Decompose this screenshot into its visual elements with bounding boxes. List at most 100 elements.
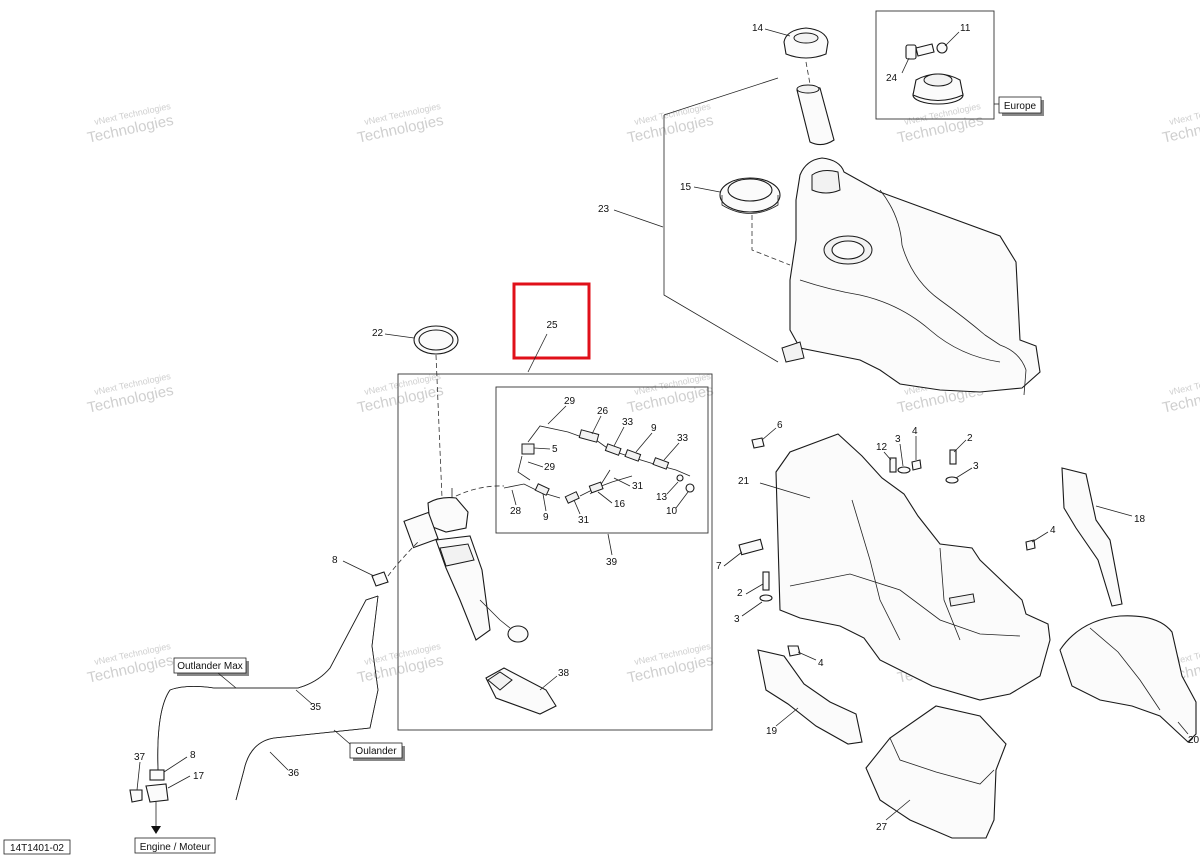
leader bbox=[1095, 505, 1133, 517]
leader bbox=[384, 333, 415, 339]
leader bbox=[539, 675, 558, 691]
diagram-id: 14T1401-02 bbox=[10, 843, 64, 854]
watermark: vNext Technologies Technologies bbox=[86, 371, 175, 417]
callout-18: 18 bbox=[1134, 514, 1146, 525]
callout-31: 31 bbox=[632, 481, 644, 492]
callout-8: 8 bbox=[332, 555, 338, 566]
heat-shield-18 bbox=[1061, 467, 1123, 607]
assembly-line bbox=[387, 539, 421, 577]
leader bbox=[944, 31, 960, 47]
leader bbox=[333, 729, 351, 745]
screw-12 bbox=[889, 457, 897, 473]
leader bbox=[613, 209, 664, 228]
float-arm bbox=[479, 599, 511, 629]
hose-16 bbox=[579, 475, 633, 497]
shield-contour bbox=[1089, 627, 1161, 711]
diagram-id-box: 14T1401-02 bbox=[3, 839, 71, 855]
nut-6 bbox=[751, 437, 765, 449]
leader bbox=[527, 333, 548, 373]
fuel-pump-frame bbox=[397, 373, 713, 731]
leader bbox=[675, 491, 689, 509]
callout-3b: 3 bbox=[895, 434, 901, 445]
callout-12: 12 bbox=[876, 442, 888, 453]
heat-shield-20-group: 20 bbox=[1059, 615, 1200, 746]
highlight-25[interactable]: 25 bbox=[512, 282, 591, 373]
pump-connector bbox=[403, 511, 439, 549]
watermark: vNext Technologies Technologies bbox=[1161, 371, 1200, 417]
vent-hoses: 8 36 35 Outlander Max Oulander 37 8 17 bbox=[129, 539, 421, 854]
fitting-8b bbox=[149, 769, 165, 781]
callout-3: 3 bbox=[734, 614, 740, 625]
leader bbox=[542, 493, 547, 512]
fitting-9b bbox=[534, 483, 550, 496]
assembly-line bbox=[751, 215, 791, 266]
leader bbox=[775, 707, 799, 727]
locking-ring-15-side bbox=[721, 195, 779, 214]
spacer-7 bbox=[738, 538, 764, 556]
hose-35b-inner bbox=[157, 689, 171, 771]
callout-39: 39 bbox=[606, 557, 618, 568]
leader bbox=[741, 601, 763, 617]
clamp-13 bbox=[676, 474, 684, 482]
fuel-cap-group: 14 bbox=[752, 23, 835, 146]
hose-29 bbox=[527, 425, 591, 443]
leader bbox=[1177, 721, 1189, 735]
tank-support-group: 21 7 2 3 4 6 12 3 4 2 3 bbox=[716, 420, 1056, 747]
leader bbox=[167, 775, 191, 789]
leader bbox=[295, 689, 313, 705]
hose-29b bbox=[517, 455, 531, 481]
heat-shield-20 bbox=[1059, 615, 1197, 743]
tank-mount-tab bbox=[781, 341, 805, 363]
highlight-box[interactable] bbox=[512, 282, 591, 360]
o-ring-group: 22 bbox=[372, 325, 459, 499]
callout-37: 37 bbox=[134, 752, 146, 763]
leader bbox=[953, 439, 967, 453]
callout-2b: 2 bbox=[967, 433, 973, 444]
callout-4c: 4 bbox=[1050, 525, 1056, 536]
tank-pump-opening-inner bbox=[831, 240, 865, 260]
leader bbox=[613, 426, 625, 447]
leader bbox=[885, 799, 911, 821]
leader bbox=[591, 415, 602, 435]
callout-38: 38 bbox=[558, 668, 570, 679]
skid-plate-27-group: 27 bbox=[865, 705, 1007, 839]
heat-shield-19 bbox=[757, 649, 863, 745]
engine-tag: Engine / Moteur bbox=[140, 842, 211, 853]
leader bbox=[217, 672, 237, 689]
watermark: vNext Technologies Technologies bbox=[896, 101, 985, 147]
locking-cap-top bbox=[923, 73, 953, 87]
tank-vent-line bbox=[879, 189, 1027, 396]
fuel-tank bbox=[789, 157, 1041, 393]
callout-26: 26 bbox=[597, 406, 609, 417]
fuel-cap-top bbox=[793, 32, 819, 44]
fitting-31 bbox=[564, 491, 580, 504]
washer-3c bbox=[945, 476, 959, 484]
fuel-pump-box: 38 bbox=[397, 373, 713, 731]
leader bbox=[597, 491, 613, 504]
fitting-8 bbox=[371, 571, 389, 587]
leader bbox=[883, 451, 892, 461]
leader bbox=[635, 432, 653, 453]
washer-3 bbox=[759, 594, 773, 602]
callout-36: 36 bbox=[288, 768, 300, 779]
screw-2 bbox=[762, 571, 770, 591]
washer-3b bbox=[897, 466, 911, 474]
callout-19: 19 bbox=[766, 726, 778, 737]
leader bbox=[745, 583, 764, 595]
locking-ring-group: 15 bbox=[680, 177, 791, 266]
support-contour bbox=[939, 547, 961, 641]
callout-31b: 31 bbox=[578, 515, 590, 526]
fitting-33b bbox=[652, 457, 670, 470]
tank-contour bbox=[799, 279, 1001, 363]
callout-25: 25 bbox=[546, 320, 558, 331]
europe-tag: Europe bbox=[1004, 101, 1037, 112]
watermark: vNext Technologies Technologies bbox=[86, 641, 175, 687]
callout-15: 15 bbox=[680, 182, 692, 193]
callout-28: 28 bbox=[510, 506, 522, 517]
leader bbox=[761, 427, 777, 441]
leader bbox=[723, 551, 743, 567]
europe-inset-frame bbox=[875, 10, 995, 120]
fitting-26 bbox=[578, 429, 600, 443]
callout-10: 10 bbox=[666, 506, 678, 517]
support-contour bbox=[789, 573, 1021, 637]
